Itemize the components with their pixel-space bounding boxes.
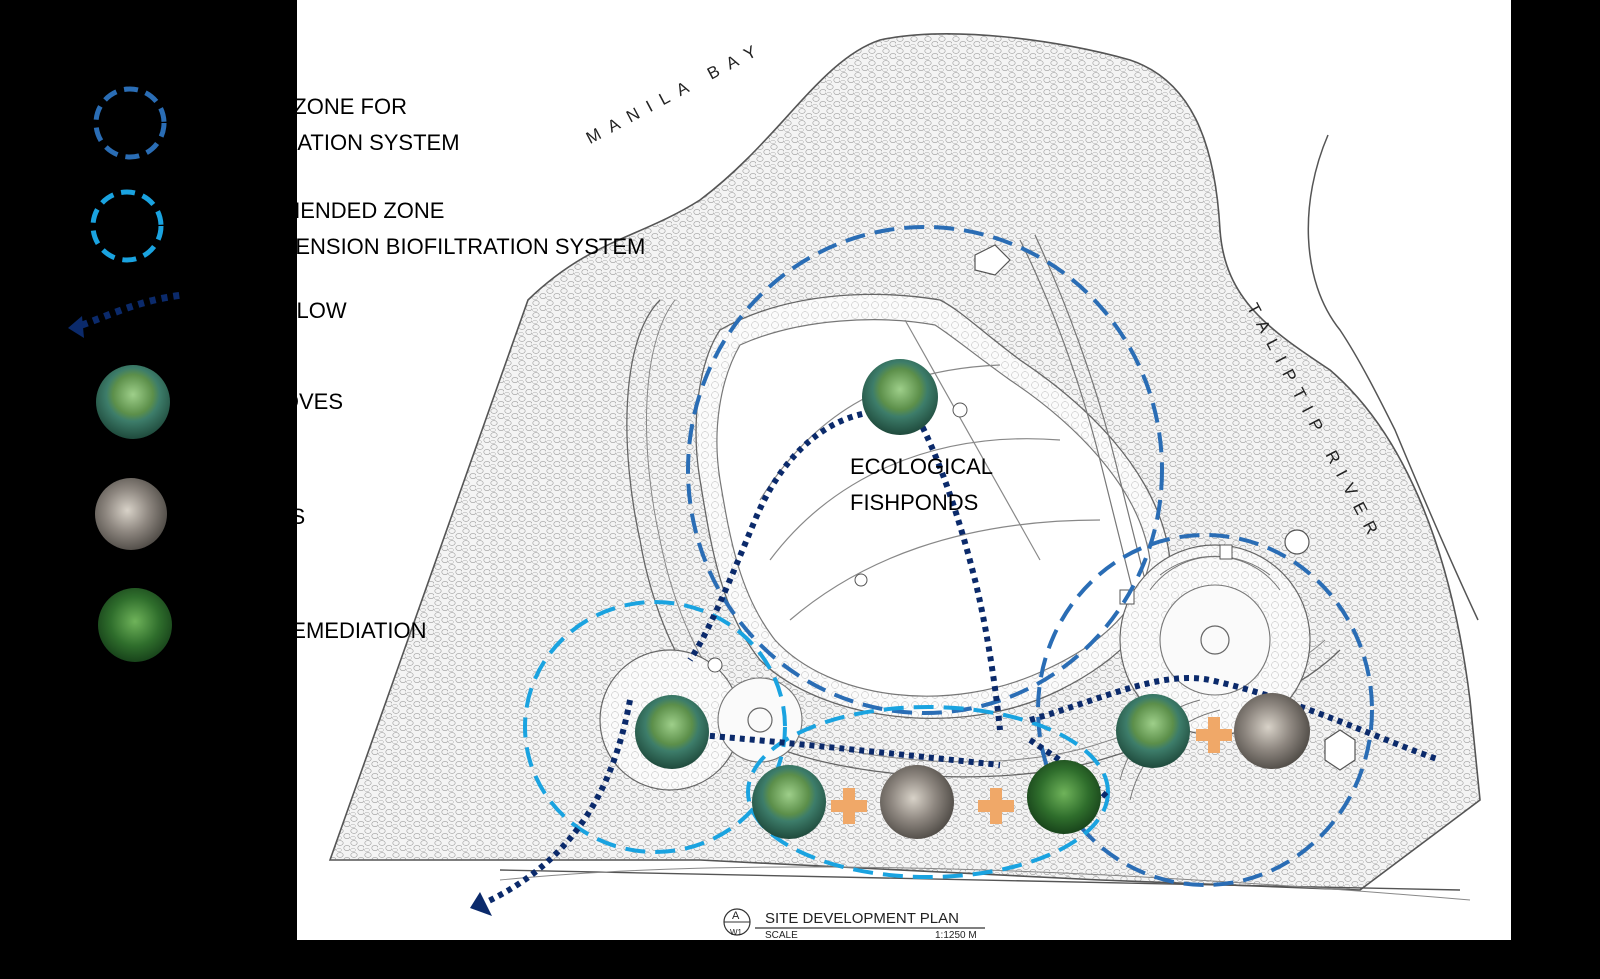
legend-target-line-1: TARGET ZONE FOR	[200, 94, 407, 119]
mangrove-marker-west	[635, 695, 709, 769]
oyster-marker-south	[880, 765, 954, 839]
legend-aquatic-line-3: PLANTS	[200, 654, 286, 679]
flow-arrowhead	[470, 892, 492, 916]
legend-label-mangroves: MANGROVES	[200, 384, 343, 420]
target-zones	[686, 225, 1374, 887]
legend-aquatic-line-2: PHYTOREMEDIATION	[200, 618, 427, 643]
fishpond-label-line-2: FISHPONDS	[850, 490, 979, 515]
plan-scale-label: SCALE	[765, 930, 798, 941]
target-zone-east	[1036, 533, 1374, 887]
legend-label-aquatic-plants: AQUATIC PHYTOREMEDIATION PLANTS	[200, 577, 427, 685]
legend-label-target-zone: TARGET ZONE FOR BIOFILTRATION SYSTEM	[200, 89, 460, 161]
recommended-zone-south	[746, 705, 1110, 879]
aquatic-plant-photo-icon	[98, 588, 172, 662]
mangrove-marker-east	[1116, 694, 1190, 768]
flow-path-5	[478, 699, 633, 908]
recommended-zones	[523, 600, 1110, 879]
oyster-marker-east	[1234, 693, 1310, 769]
mangrove-photo-icon	[96, 365, 170, 439]
mangrove-marker-south	[752, 765, 826, 839]
legend-water-flow-line: WATER FLOW	[200, 298, 347, 323]
flow-path-1	[687, 409, 873, 662]
legend-mangroves-line: MANGROVES	[200, 389, 344, 414]
light-blue-dashed-circle-icon	[90, 189, 164, 263]
target-zone-north	[686, 225, 1164, 715]
legend-recommended-line-1: RECOMMENDED ZONE	[200, 198, 445, 223]
fishpond-label: ECOLOGICAL FISHPONDS	[850, 449, 993, 521]
recommended-zone-west	[523, 600, 787, 854]
fishpond-inner	[716, 319, 1151, 697]
plan-title: SITE DEVELOPMENT PLAN	[765, 910, 959, 927]
plan-marker: A	[732, 910, 740, 922]
map-markers	[635, 359, 1310, 839]
plus-signs	[831, 717, 1232, 824]
flow-path-4	[699, 732, 1001, 768]
fishpond-label-line-1: ECOLOGICAL	[850, 454, 994, 479]
river-bank	[1307, 134, 1479, 621]
plan-sheet: W1	[730, 928, 742, 937]
legend-oysters-line: OYSTERS	[200, 504, 306, 529]
dark-blue-dashed-circle-icon	[93, 86, 167, 160]
dotted-arrow-icon	[80, 291, 184, 329]
oyster-photo-icon	[95, 478, 167, 550]
legend-target-line-2: BIOFILTRATION SYSTEM	[200, 130, 460, 155]
legend-aquatic-line-1: AQUATIC	[200, 582, 297, 607]
legend-label-water-flow: WATER FLOW	[200, 293, 347, 329]
legend-label-oysters: OYSTERS	[200, 499, 305, 535]
legend-recommended-line-2: FOR EXTENSION BIOFILTRATION SYSTEM	[200, 234, 646, 259]
plant-marker-south	[1027, 760, 1101, 834]
legend-label-recommended-zone: RECOMMENDED ZONE FOR EXTENSION BIOFILTRA…	[200, 193, 645, 265]
flow-path-2	[915, 416, 1003, 731]
plan-scale-value: 1:1250 M	[935, 930, 977, 941]
mangrove-marker-north	[862, 359, 938, 435]
legend-icons	[68, 86, 184, 662]
